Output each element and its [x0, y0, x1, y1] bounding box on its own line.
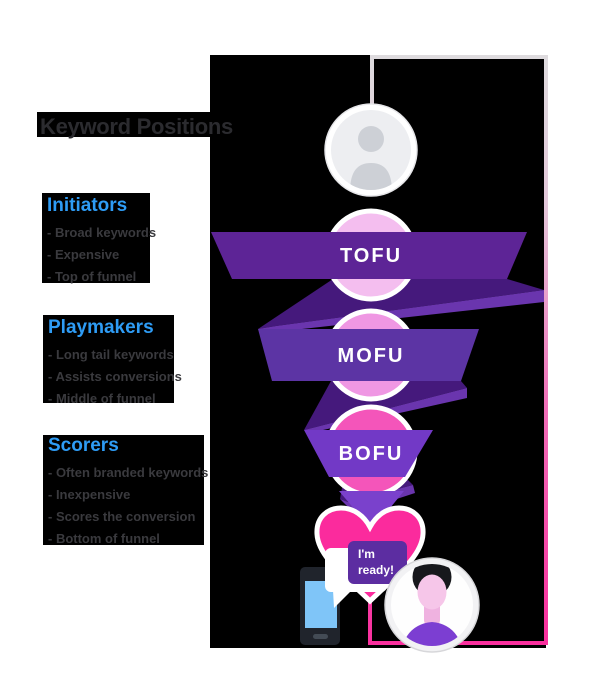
bubble-text-line1: I'm	[358, 547, 375, 561]
list-item: - Long tail keywords	[48, 347, 174, 362]
list-item: - Assists conversions	[48, 369, 182, 384]
tofu-band	[211, 232, 527, 279]
user-avatar-icon	[324, 103, 418, 197]
white-bubble-tail	[333, 590, 352, 608]
mofu-label: MOFU	[338, 345, 405, 367]
list-item: - Inexpensive	[48, 487, 131, 502]
avatar-shoulders	[350, 163, 392, 190]
ribbon-fold-1	[258, 279, 544, 333]
list-item: - Bottom of funnel	[48, 531, 160, 546]
purple-bubble-body	[348, 541, 407, 584]
list-item: - Middle of funnel	[48, 391, 156, 406]
customer-shirt	[402, 622, 462, 646]
avatar-head	[358, 126, 384, 152]
bofu-band	[304, 430, 433, 477]
customer-face	[417, 574, 447, 610]
section-heading: Playmakers	[48, 317, 154, 338]
fold1-strip	[258, 290, 544, 333]
mofu-band	[258, 329, 479, 381]
tofu-label: TOFU	[340, 245, 402, 267]
list-item: - Often branded keywords	[48, 465, 209, 480]
page-title: Keyword Positions	[40, 114, 233, 139]
title-band	[37, 112, 217, 137]
section-heading: Scorers	[48, 435, 119, 456]
list-item: - Top of funnel	[47, 269, 137, 284]
bubble-text-line2: ready!	[358, 563, 394, 577]
section-playmakers: Playmakers - Long tail keywords - Assist…	[43, 315, 182, 406]
funnel-tip	[339, 491, 404, 530]
section-initiators: Initiators - Broad keywords - Expensive …	[42, 193, 157, 284]
customer-avatar-icon	[384, 557, 480, 653]
phone-home-button	[313, 634, 328, 639]
fold1-dark	[258, 279, 544, 329]
bofu-label: BOFU	[339, 443, 404, 465]
connector-line	[368, 55, 548, 645]
list-item: - Scores the conversion	[48, 509, 196, 524]
section-heading: Initiators	[47, 195, 128, 216]
list-item: - Expensive	[47, 247, 120, 262]
list-item: - Broad keywords	[47, 225, 157, 240]
section-scorers: Scorers - Often branded keywords - Inexp…	[43, 435, 209, 546]
speech-bubble-purple: I'm ready!	[348, 541, 407, 597]
